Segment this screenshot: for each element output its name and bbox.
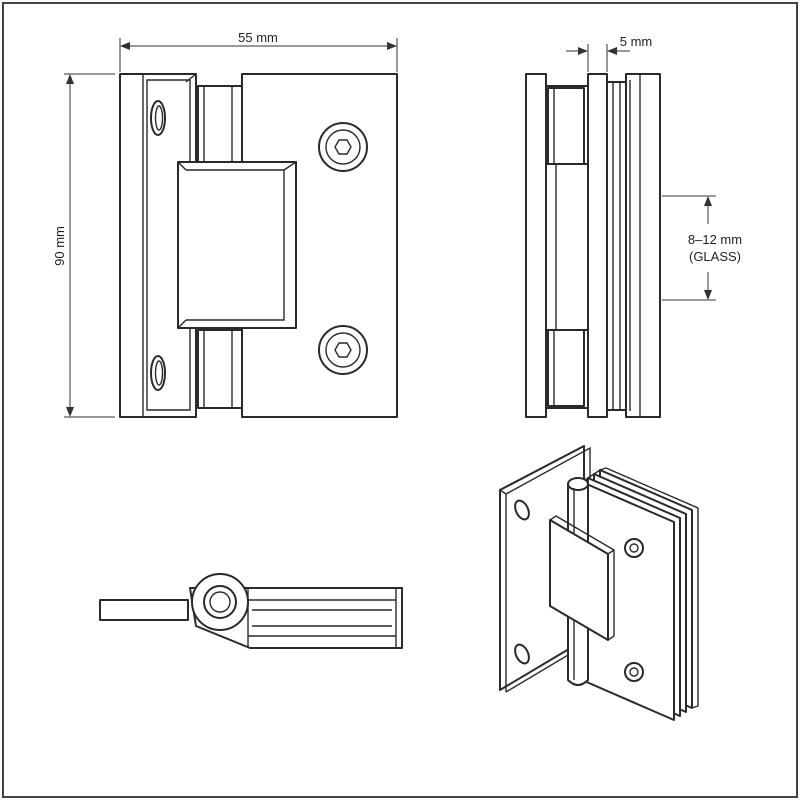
side-gasket [606,81,627,411]
wall-plate [119,73,197,418]
height-label: 90 mm [52,226,67,266]
glass-label-line2: (GLASS) [689,249,741,264]
plate-gap-dimension: 5 mm [566,34,652,72]
side-wall-plate [525,73,547,418]
center-leaf [177,161,297,329]
iso-screw-bottom [624,662,644,682]
iso-screw-top [624,538,644,558]
front-view: 55 mm 90 mm [52,30,398,418]
hex-socket-icon [334,139,352,155]
knuckle-bottom [197,329,243,409]
top-wall-plate [99,599,189,621]
width-label: 55 mm [238,30,278,45]
top-view [99,573,403,649]
isometric-view [499,445,699,721]
side-clamp-plate-outer [625,73,661,418]
side-view: 5 mm 8–12 mm (GLASS) [525,34,742,418]
iso-slot-bottom [514,643,530,665]
height-dimension: 90 mm [52,73,115,418]
side-clamp-plate-inner [587,73,608,418]
glass-label-line1: 8–12 mm [688,232,742,247]
width-dimension: 55 mm [119,30,398,72]
hex-socket-icon [334,342,352,358]
side-leaf [545,163,589,331]
glass-dimension: 8–12 mm (GLASS) [662,195,742,301]
plate-gap-label: 5 mm [620,34,653,49]
iso-slot-top [514,499,530,521]
